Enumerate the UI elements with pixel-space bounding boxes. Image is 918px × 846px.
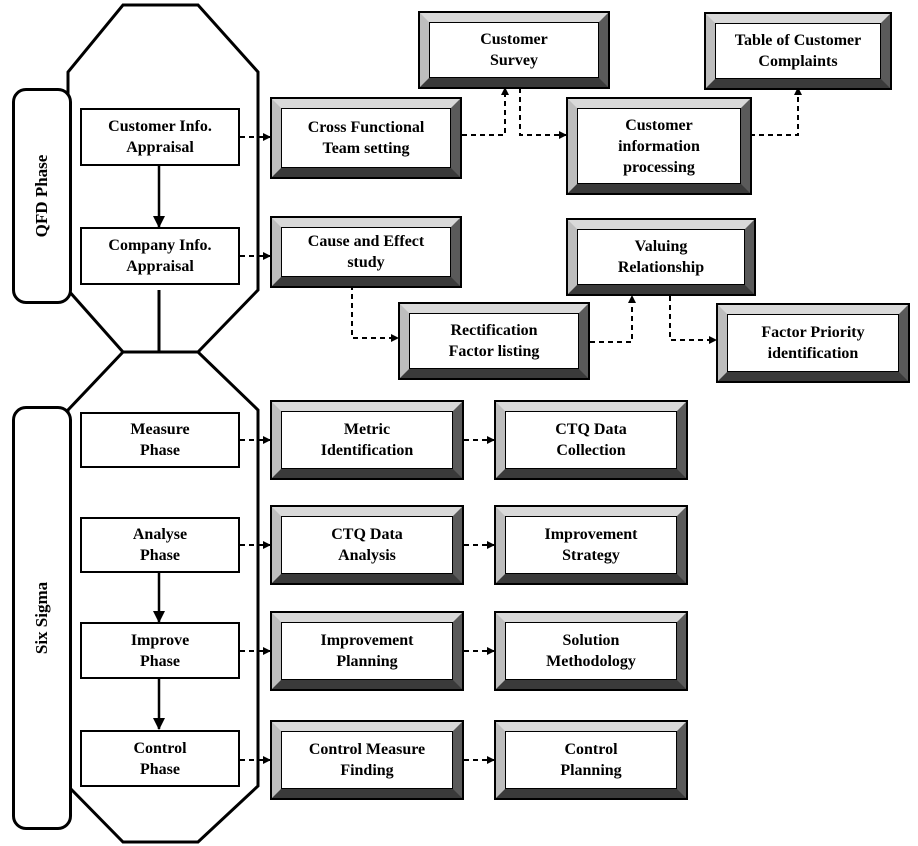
- six-sigma-label: Six Sigma: [12, 406, 72, 830]
- improvement-strategy-box: Improvement Strategy: [494, 505, 688, 585]
- valuing-label: Valuing Relationship: [617, 238, 705, 276]
- ctq-collection-label: CTQ Data Collection: [555, 421, 627, 459]
- customer-info-appraisal-label: Customer Info. Appraisal: [108, 118, 212, 156]
- analyse-phase-label: Analyse Phase: [132, 526, 188, 564]
- customer-info-appraisal-box: Customer Info. Appraisal: [80, 108, 240, 166]
- factor-priority-label: Factor Priority identification: [761, 324, 865, 362]
- cause-effect-box: Cause and Effect study: [270, 216, 462, 288]
- arrow-survey-to-processing: [519, 88, 567, 139]
- customer-info-processing-box: Customer information processing: [566, 97, 752, 195]
- arrow-valuing-to-priority: [669, 296, 717, 344]
- qfd-phase-text: QFD Phase: [32, 154, 51, 238]
- customer-survey-label: Customer Survey: [480, 31, 548, 69]
- table-complaints-box: Table of Customer Complaints: [704, 12, 892, 90]
- control-planning-box: Control Planning: [494, 720, 688, 800]
- metric-identification-label: Metric Identification: [320, 421, 414, 459]
- arrow-cross-to-survey: [462, 87, 509, 136]
- arrow-rectification-to-valuing: [590, 295, 636, 343]
- measure-phase-box: Measure Phase: [80, 412, 240, 468]
- control-phase-label: Control Phase: [133, 739, 187, 778]
- company-info-appraisal-label: Company Info. Appraisal: [108, 237, 212, 275]
- cross-functional-box: Cross Functional Team setting: [270, 97, 462, 179]
- ctq-collection-box: CTQ Data Collection: [494, 400, 688, 480]
- solution-methodology-box: Solution Methodology: [494, 611, 688, 691]
- control-measure-box: Control Measure Finding: [270, 720, 464, 800]
- control-planning-label: Control Planning: [560, 741, 622, 779]
- improve-phase-label: Improve Phase: [130, 631, 190, 670]
- customer-info-processing-label: Customer information processing: [618, 116, 700, 176]
- improvement-planning-box: Improvement Planning: [270, 611, 464, 691]
- customer-survey-box: Customer Survey: [418, 11, 610, 89]
- cause-effect-label: Cause and Effect study: [307, 233, 425, 271]
- metric-identification-box: Metric Identification: [270, 400, 464, 480]
- valuing-box: Valuing Relationship: [566, 218, 756, 296]
- improve-phase-box: Improve Phase: [80, 622, 240, 679]
- solution-methodology-label: Solution Methodology: [546, 632, 636, 670]
- qfd-octagon: [66, 3, 260, 354]
- control-measure-label: Control Measure Finding: [308, 741, 426, 779]
- arrow-processing-to-complaints: [750, 87, 802, 136]
- ctq-analysis-label: CTQ Data Analysis: [331, 526, 403, 564]
- measure-phase-label: Measure Phase: [130, 421, 190, 459]
- control-phase-box: Control Phase: [80, 730, 240, 787]
- rectification-box: Rectification Factor listing: [398, 302, 590, 380]
- table-complaints-label: Table of Customer Complaints: [734, 32, 862, 70]
- analyse-phase-box: Analyse Phase: [80, 517, 240, 573]
- factor-priority-box: Factor Priority identification: [716, 303, 910, 383]
- company-info-appraisal-box: Company Info. Appraisal: [80, 227, 240, 285]
- arrow-cause-to-rectification: [351, 285, 399, 342]
- ctq-analysis-box: CTQ Data Analysis: [270, 505, 464, 585]
- rectification-label: Rectification Factor listing: [448, 322, 540, 360]
- improvement-planning-label: Improvement Planning: [320, 632, 414, 670]
- cross-functional-label: Cross Functional Team setting: [307, 119, 425, 157]
- improvement-strategy-label: Improvement Strategy: [544, 526, 638, 564]
- six-sigma-text: Six Sigma: [32, 581, 51, 655]
- qfd-phase-label: QFD Phase: [12, 88, 72, 304]
